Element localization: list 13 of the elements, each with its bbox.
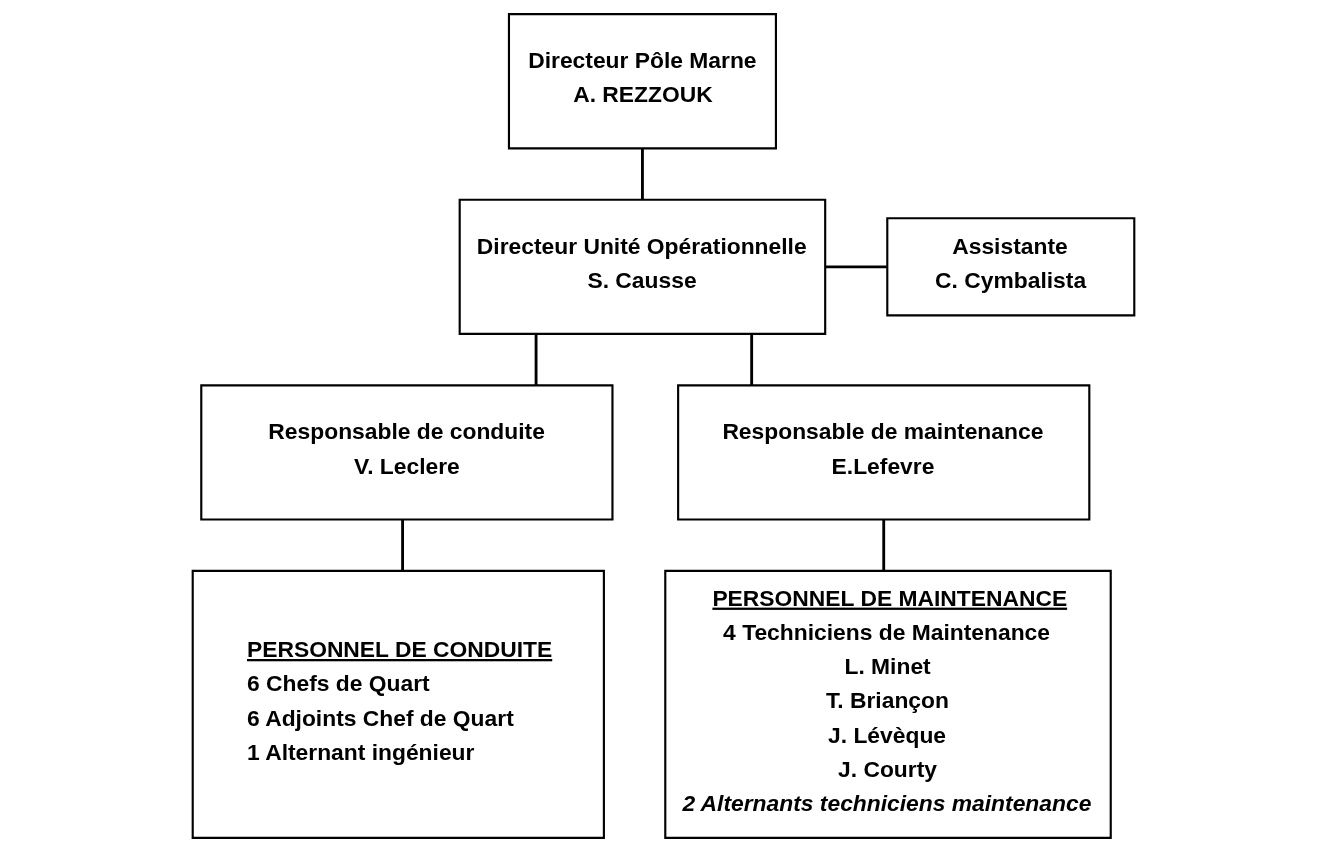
connector: [750, 334, 754, 386]
connector: [641, 148, 644, 200]
node-box: PERSONNEL DE CONDUITE 6 Chefs de Quart 6 Adjoints Chef de Quart 1 Alternant ingénieur: [191, 569, 605, 839]
node-box: Responsable de maintenance E.Lefevre: [677, 384, 1091, 521]
connector: [401, 519, 404, 571]
node-box: Responsable de conduite V. Leclere: [200, 384, 614, 521]
connector: [534, 334, 538, 386]
node-box: Assistante C. Cymbalista: [886, 217, 1136, 317]
node-box: Directeur Pôle Marne A. REZZOUK: [507, 13, 777, 150]
node-box: Directeur Unité Opérationnelle S. Causse: [458, 198, 827, 335]
connector: [882, 519, 886, 571]
connector: [825, 265, 887, 269]
node-box: PERSONNEL DE MAINTENANCE 4 Techniciens de Maintenance L. Minet T. Briançon J. Lévèque J. Courty 2 Alternants techniciens maintenance: [664, 569, 1112, 839]
